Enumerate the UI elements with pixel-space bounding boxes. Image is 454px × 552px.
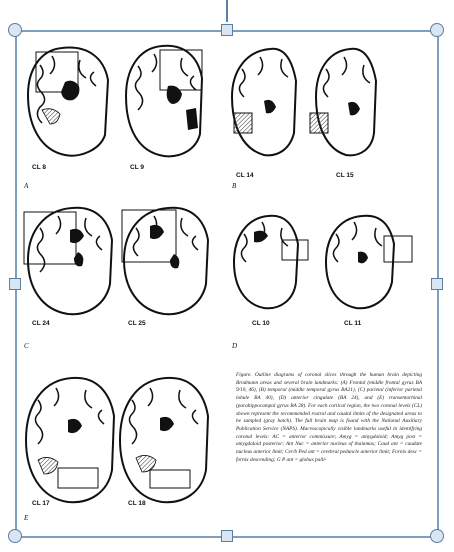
slice-cl18 [120,378,208,502]
slice-cl11 [326,216,412,309]
slice-label: CL 15 [336,172,354,179]
panel-letter-a: A [24,182,28,190]
slice-label: CL 24 [32,320,50,327]
slice-cl25 [122,208,208,314]
panel-letter-c: C [24,342,29,350]
slice-cl17 [26,378,114,502]
slice-cl24 [24,208,112,314]
slice-label: CL 10 [252,320,270,327]
figure-caption: Figure. Outline diagrams of coronal slic… [236,372,422,464]
slice-cl9 [126,46,202,157]
slice-cl14 [232,49,296,156]
slice-label: CL 25 [128,320,146,327]
slice-label: CL 8 [32,164,46,171]
slice-label: CL 17 [32,500,50,507]
slice-cl10 [234,216,308,309]
slice-label: CL 11 [344,320,361,327]
slice-label: CL 14 [236,172,254,179]
panel-letter-b: B [232,182,236,190]
panel-letter-d: D [232,342,237,350]
slice-cl15 [310,49,376,156]
panel-letter-e: E [24,514,28,522]
slice-label: CL 18 [128,500,146,507]
slice-cl8 [28,48,108,156]
slice-label: CL 9 [130,164,144,171]
